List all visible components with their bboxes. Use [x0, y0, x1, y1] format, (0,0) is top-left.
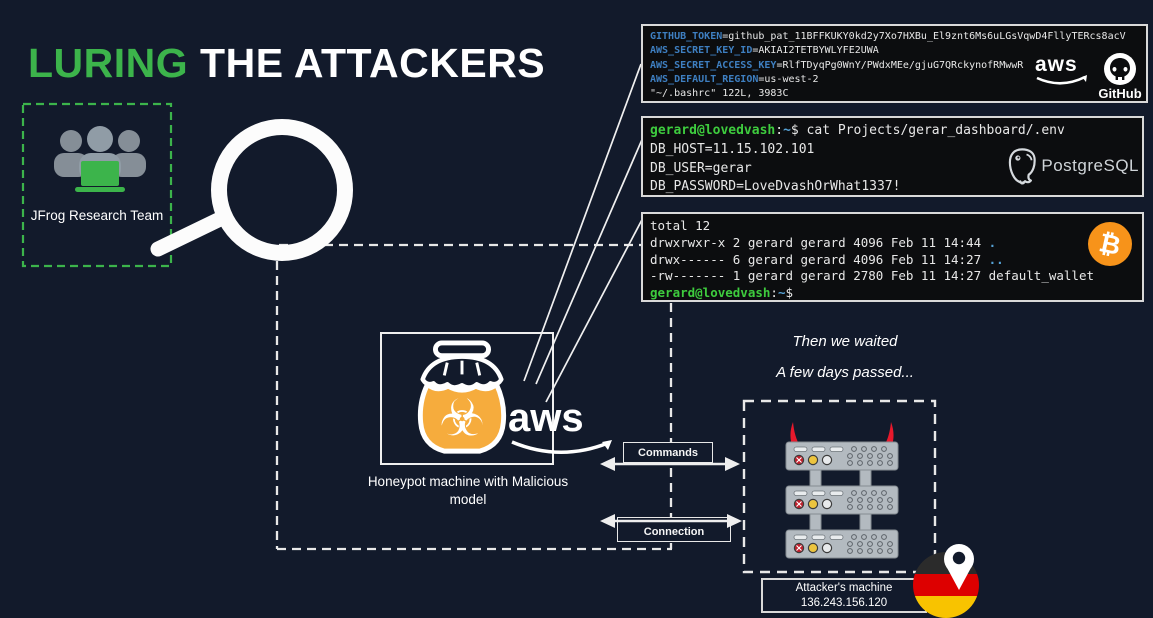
location-pin-icon	[944, 544, 974, 590]
honeypot-label: Honeypot machine with Malicious model	[367, 474, 569, 508]
terminal-line: DB_USER=gerar	[650, 160, 752, 176]
terminal-line: AWS_DEFAULT_REGION=us-west-2	[650, 73, 819, 85]
laptop-icon	[81, 161, 119, 186]
aws-logo: aws	[1035, 54, 1091, 89]
postgresql-logo: PostgreSQL	[1007, 140, 1139, 192]
terminal-prompt-line: gerard@lovedvash:~$	[650, 285, 794, 301]
people-team-icon	[50, 126, 150, 194]
terminal-line: AWS_SECRET_ACCESS_KEY=RlfTDyqPg0WnY/PWdx…	[650, 59, 1024, 71]
honeypot-jar-icon: ☣	[403, 340, 521, 458]
terminal-line: DB_PASSWORD=LoveDvashOrWhat1337!	[650, 179, 901, 195]
connection-label: Connection	[643, 526, 705, 538]
title-word-luring: LURING	[28, 40, 189, 86]
connection-label-box: Connection	[617, 517, 731, 542]
commands-label: Commands	[638, 446, 698, 459]
terminal-line: GITHUB_TOKEN=github_pat_11BFFKUKY0kd2y7X…	[650, 31, 1126, 42]
terminal-bashrc: GITHUB_TOKEN=github_pat_11BFFKUKY0kd2y7X…	[641, 24, 1148, 103]
aws-logo: aws	[508, 398, 618, 460]
terminal-line: drwx------ 6 gerard gerard 4096 Feb 11 1…	[650, 251, 1004, 267]
attacker-label-box: Attacker's machine 136.243.156.120	[761, 578, 927, 613]
terminal-env: gerard@lovedvash:~$ cat Projects/gerar_d…	[641, 116, 1144, 197]
page-title: LURING THE ATTACKERS	[28, 40, 545, 87]
commands-label-box: Commands	[623, 442, 713, 463]
honeypot-box	[380, 332, 554, 465]
terminal-line: -rw------- 1 gerard gerard 2780 Feb 11 1…	[650, 268, 1095, 284]
terminal-line: AWS_SECRET_KEY_ID=AKIAI2TETBYWLYFE2UWA	[650, 45, 879, 57]
jfrog-team-label: JFrog Research Team	[30, 208, 164, 223]
terminal-ls: total 12 drwxrwxr-x 2 gerard gerard 4096…	[641, 212, 1144, 302]
attacker-ip: 136.243.156.120	[800, 596, 888, 609]
terminal-line: drwxrwxr-x 2 gerard gerard 4096 Feb 11 1…	[650, 234, 997, 250]
germany-flag-icon	[913, 542, 985, 618]
title-rest: THE ATTACKERS	[188, 40, 546, 86]
waited-line-2: A few days passed...	[776, 364, 914, 381]
terminal-line: "~/.bashrc" 122L, 3983C	[650, 88, 789, 100]
biohazard-icon: ☣	[439, 389, 485, 448]
terminal-prompt-line: gerard@lovedvash:~$ cat Projects/gerar_d…	[650, 123, 1065, 138]
waited-line-1: Then we waited	[792, 333, 898, 350]
terminal-line: DB_HOST=11.15.102.101	[650, 141, 815, 157]
leak-lines	[523, 63, 646, 403]
jfrog-dashed-box	[21, 102, 173, 268]
attacker-dashed-box	[742, 399, 937, 574]
terminal-line: total 12	[650, 218, 711, 233]
attacker-name: Attacker's machine	[795, 582, 893, 595]
bitcoin-logo: ₿	[1087, 221, 1133, 267]
github-logo: GitHub	[1095, 50, 1145, 101]
magnifier-icon	[150, 119, 353, 261]
attacker-server-icon	[782, 420, 902, 560]
